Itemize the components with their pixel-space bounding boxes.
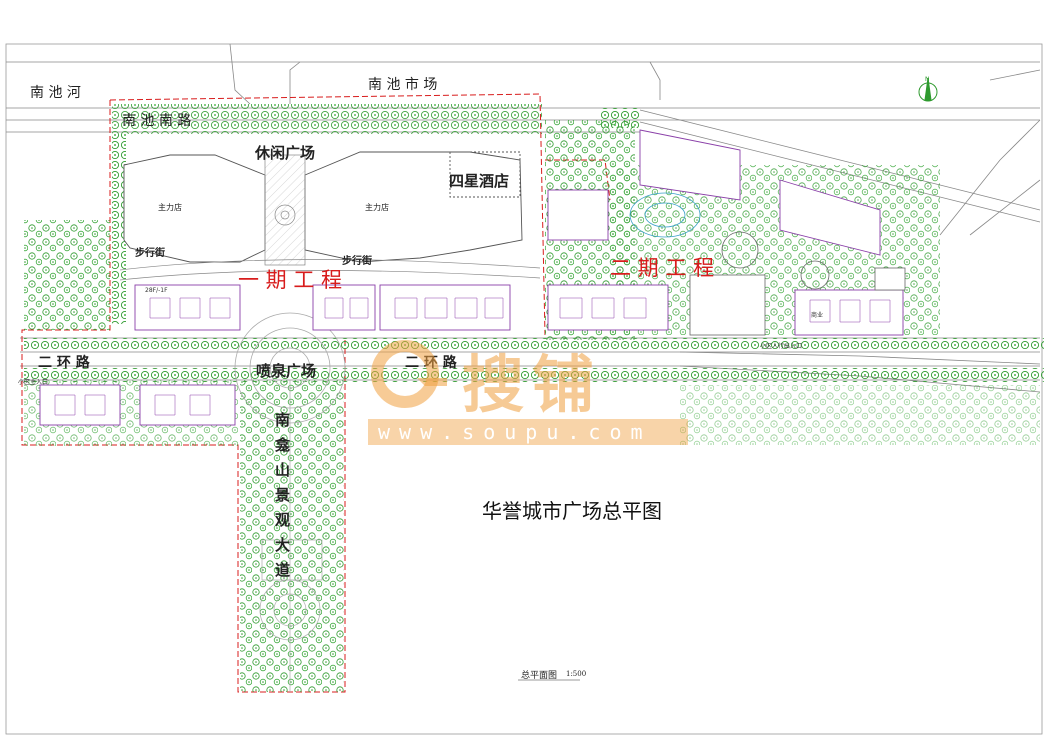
- label-entrance-main: 小区主入口: [18, 379, 49, 386]
- label-residential-tag: 28F/-1F: [145, 287, 168, 294]
- plaza-path: [119, 154, 541, 281]
- label-main-store-right: 主力店: [365, 203, 389, 212]
- label-pedestrian-left: 步行街: [135, 248, 165, 259]
- label-north-mark: N: [925, 76, 930, 83]
- label-landscape-avenue: 南龛山景观大道: [273, 412, 291, 587]
- label-pedestrian-right: 步行街: [342, 256, 372, 267]
- residential-inner-lines: [54, 297, 891, 416]
- label-four-star-hotel: 四星酒店: [449, 172, 510, 190]
- residential-blocks: [39, 129, 904, 426]
- label-commercial: 商业: [811, 312, 824, 319]
- label-phase-one: 一 期 工 程: [238, 268, 343, 292]
- north-arrow-icon: [918, 77, 938, 102]
- label-fountain-plaza: 喷泉广场: [256, 362, 317, 380]
- watermark-url: www.soupu.com: [378, 420, 652, 444]
- label-second-ring-left: 二 环 路: [38, 355, 90, 371]
- label-entrance-people: 小区人行出入口: [760, 343, 803, 350]
- watermark-logo-icon: [365, 338, 455, 410]
- label-nanchi-market: 南 池 市 场: [368, 77, 438, 93]
- label-plan-caption: 总平面图: [521, 671, 558, 681]
- label-nanchi-south-road: 南 池 南 路: [122, 113, 192, 129]
- avenue-plazas: [259, 380, 323, 692]
- watermark-brand: 搜铺: [462, 348, 603, 421]
- drawing-frame: [5, 43, 1043, 735]
- phase-two-facilities: [629, 192, 906, 336]
- label-main-store-left: 主力店: [158, 203, 182, 212]
- label-plan-scale: 1:500: [566, 670, 587, 678]
- label-phase-two: 二 期 工 程: [610, 256, 715, 280]
- label-nanchi-river: 南 池 河: [30, 85, 81, 101]
- label-plan-title: 华誉城市广场总平图: [482, 499, 662, 523]
- label-leisure-plaza: 休闲广场: [255, 144, 316, 162]
- retail-buildings: [123, 151, 523, 263]
- watermark-url-bar: [368, 419, 688, 445]
